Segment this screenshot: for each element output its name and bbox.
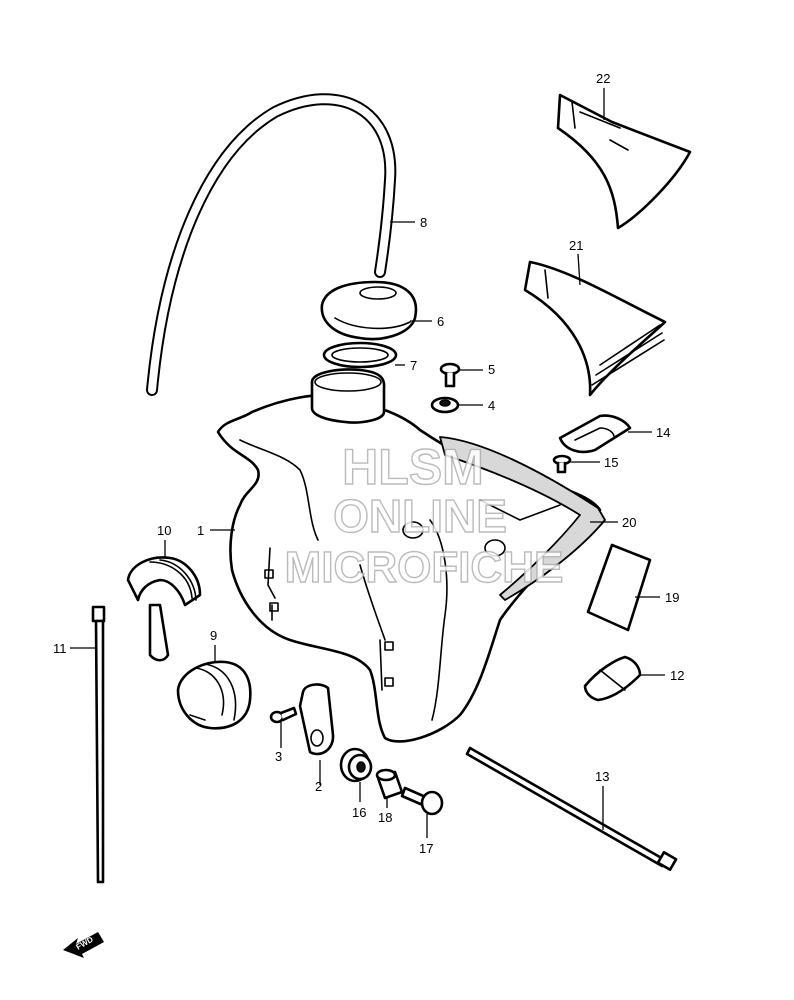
callout-2: 2: [315, 779, 322, 794]
part-1-fuel-tank[interactable]: [216, 368, 602, 743]
part-13-cable-tie[interactable]: [465, 746, 678, 871]
callout-15: 15: [604, 455, 618, 470]
callout-9: 9: [210, 628, 217, 643]
callout-19: 19: [665, 590, 679, 605]
part-3-bolt[interactable]: [269, 706, 298, 724]
part-7-gasket[interactable]: [322, 341, 398, 369]
fwd-arrow-icon: FWD: [63, 932, 104, 958]
callout-10: 10: [157, 523, 171, 538]
callout-20: 20: [622, 515, 636, 530]
part-22-decal[interactable]: [556, 93, 692, 230]
callout-21: 21: [569, 238, 583, 253]
leader-lines: [70, 88, 665, 838]
watermark-line-2: ONLINE: [333, 490, 507, 542]
watermark-line-1: HLSM: [342, 439, 484, 495]
part-11-cable-tie[interactable]: [91, 605, 106, 884]
part-6-fuel-cap[interactable]: [320, 280, 418, 341]
part-15-screw[interactable]: [552, 454, 572, 474]
callout-18: 18: [378, 810, 392, 825]
watermark-line-3: MICROFICHE: [285, 543, 564, 592]
callout-14: 14: [656, 425, 670, 440]
part-18-collar[interactable]: [375, 768, 404, 800]
part-14-clip[interactable]: [558, 414, 632, 454]
callout-22: 22: [596, 71, 610, 86]
part-12-cushion[interactable]: [583, 655, 642, 702]
part-16-grommet[interactable]: [339, 747, 373, 783]
callout-3: 3: [275, 749, 282, 764]
callout-13: 13: [595, 769, 609, 784]
part-8-hose[interactable]: [146, 93, 397, 396]
part-21-decal[interactable]: [523, 260, 667, 397]
part-20-shroud[interactable]: [439, 436, 606, 601]
callout-12: 12: [670, 668, 684, 683]
part-9-band[interactable]: [176, 660, 252, 730]
part-10-clip[interactable]: [126, 556, 202, 662]
callout-17: 17: [419, 841, 433, 856]
callout-11: 11: [53, 641, 67, 656]
part-19-pad[interactable]: [586, 543, 652, 632]
part-4-washer[interactable]: [430, 396, 460, 414]
callout-6: 6: [437, 314, 444, 329]
part-5-screw[interactable]: [439, 362, 461, 388]
callout-1: 1: [197, 523, 204, 538]
part-17-bolt[interactable]: [400, 786, 444, 816]
callout-5: 5: [488, 362, 495, 377]
watermark: HLSM ONLINE MICROFICHE: [284, 438, 564, 592]
callout-16: 16: [352, 805, 366, 820]
callout-numbers: 1 2 3 4 5 6 7 8 9 10 11 12 13 14 15 16 1…: [53, 71, 684, 856]
callout-7: 7: [410, 358, 417, 373]
callout-8: 8: [420, 215, 427, 230]
part-2-bracket[interactable]: [298, 683, 335, 756]
callout-4: 4: [488, 398, 495, 413]
